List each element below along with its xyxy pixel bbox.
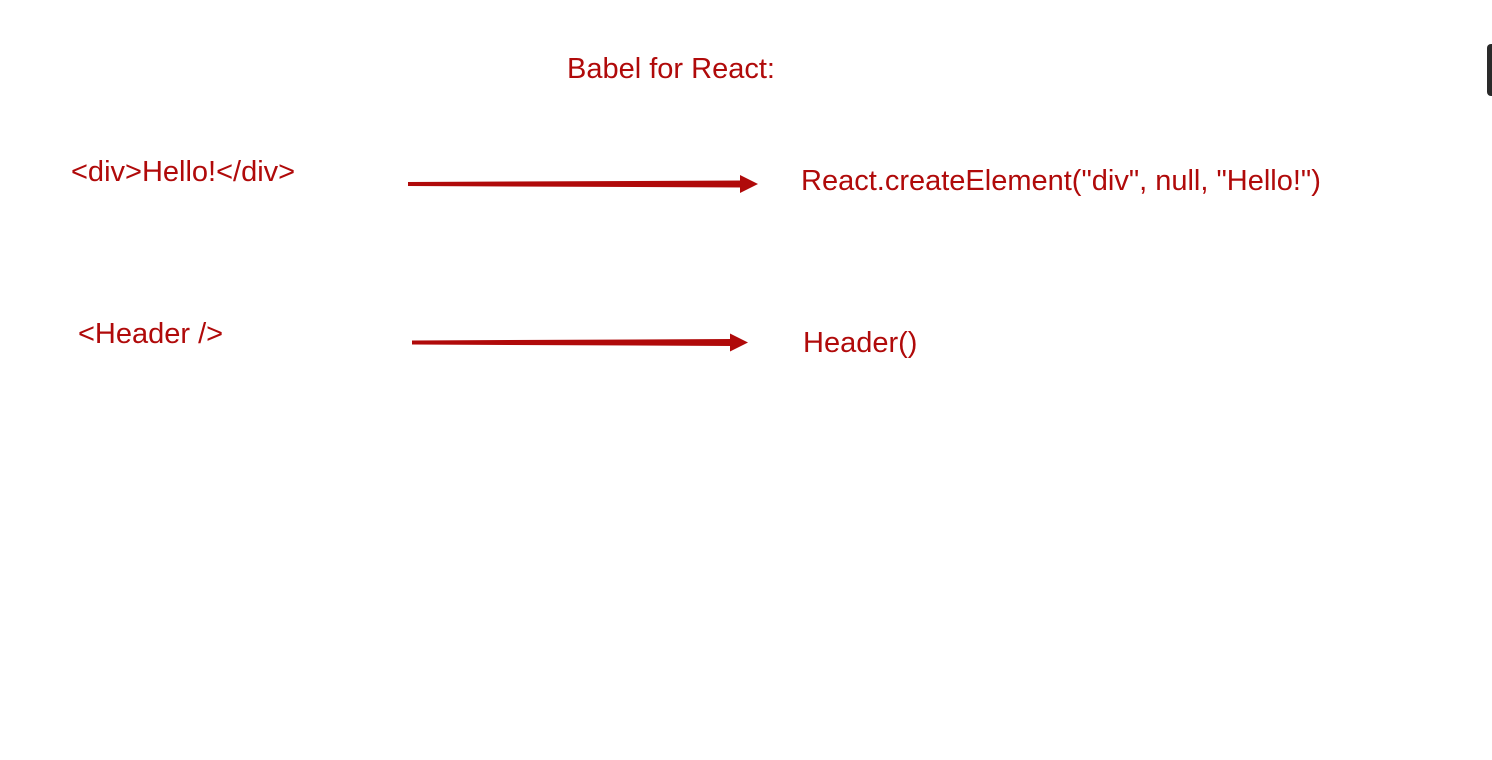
compiled-create-element: React.createElement("div", null, "Hello!… [801, 165, 1321, 197]
compiled-header-call: Header() [803, 327, 918, 359]
arrow-shaft [412, 339, 732, 346]
diagram-title: Babel for React: [567, 53, 775, 85]
transform-arrow-1 [408, 175, 758, 193]
side-panel-handle[interactable] [1487, 44, 1492, 96]
transform-arrow-2 [412, 333, 748, 352]
arrow-head [730, 333, 748, 352]
jsx-source-header: <Header /> [78, 318, 224, 350]
arrow-shaft [408, 180, 742, 188]
arrow-head [740, 175, 758, 193]
jsx-source-div: <div>Hello!</div> [71, 156, 296, 188]
